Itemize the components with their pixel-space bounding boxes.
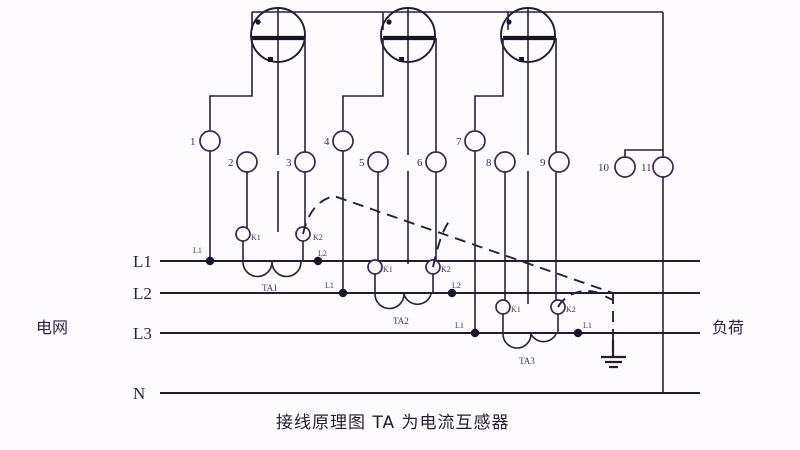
terminal-10[interactable] (615, 157, 635, 177)
terminal-label-7: 7 (456, 136, 462, 148)
ct-pin-tag: L1 (325, 281, 334, 290)
meter-3[interactable] (475, 8, 556, 155)
TA2-L2-junction (448, 289, 456, 297)
phase-labels: L1 L2 L3 N (133, 252, 152, 403)
TA1-K1-terminal[interactable] (236, 227, 250, 241)
ct-pin-tag: K2 (441, 265, 451, 274)
ct-pin-tag: L2 (452, 281, 461, 290)
ct-TA2[interactable] (339, 260, 456, 309)
terminal-label-8: 8 (486, 157, 492, 169)
meter-1-dot-bottom (268, 57, 273, 62)
meter-1[interactable] (210, 8, 305, 155)
neutral-branch-wires (625, 150, 663, 393)
ct-name-labels: TA1 TA2 TA3 (262, 283, 535, 366)
ct-name-TA2: TA2 (393, 316, 409, 326)
ct-pin-tag: L1 (455, 321, 464, 330)
grid-side-label: 电网 (36, 318, 68, 337)
terminal-label-10: 10 (598, 162, 610, 174)
terminal-label-9: 9 (540, 157, 546, 169)
phase-label-L1: L1 (133, 252, 152, 271)
terminal-link-wires (247, 172, 505, 304)
TA3-L2-junction (574, 329, 582, 337)
terminal-label-4: 4 (324, 136, 330, 148)
ct-pin-tag: K1 (383, 265, 393, 274)
earth-ground-symbol (601, 340, 626, 367)
terminal-11[interactable] (653, 157, 673, 177)
terminal-label-3: 3 (286, 157, 292, 169)
meter-3-dot-top (506, 19, 511, 24)
ct-name-TA1: TA1 (262, 283, 278, 293)
ct-pin-tag: L1 (193, 246, 202, 255)
TA3-coil-left (503, 334, 531, 348)
TA2-L1-junction (339, 289, 347, 297)
ct-pin-tag: L2 (318, 249, 327, 258)
terminal-9[interactable] (549, 152, 569, 172)
ct-name-TA3: TA3 (519, 356, 535, 366)
top-bus-wires (252, 12, 663, 150)
terminal-label-6: 6 (417, 157, 423, 169)
TA2-coil-right (404, 294, 431, 304)
terminal-8[interactable] (495, 152, 515, 172)
terminal-4[interactable] (333, 131, 353, 151)
phase-label-L3: L3 (133, 324, 152, 343)
TA2-K1-terminal[interactable] (368, 260, 382, 274)
TA1-L1-junction (206, 257, 214, 265)
TA2-coil-left (375, 294, 404, 309)
terminal-label-11: 11 (641, 162, 652, 174)
terminal-1[interactable] (200, 131, 220, 151)
TA3-coil-right (531, 334, 556, 342)
ct-pin-tag: K1 (511, 305, 521, 314)
TA1-coil-right (272, 262, 301, 277)
phase-label-N: N (133, 384, 145, 403)
meter-2-dot-top (386, 19, 391, 24)
terminal-6[interactable] (426, 152, 446, 172)
ct-pin-tag: L1 (583, 321, 592, 330)
meter-3-dot-bottom (519, 57, 524, 62)
terminal-label-5: 5 (359, 157, 365, 169)
TA3-K1-terminal[interactable] (496, 300, 510, 314)
terminal-label-2: 2 (228, 157, 234, 169)
meter-2[interactable] (343, 8, 436, 155)
ct-pin-tag: K2 (313, 233, 323, 242)
terminal-7[interactable] (465, 131, 485, 151)
ct-pin-tag: K1 (251, 233, 261, 242)
meter-1-dot-top (255, 19, 260, 24)
TA1-L2-junction (314, 257, 322, 265)
TA1-coil-left (243, 262, 272, 277)
terminal-3[interactable] (295, 152, 315, 172)
TA3-L1-junction (471, 329, 479, 337)
diagram-caption: 接线原理图 TA 为电流互感器 (276, 413, 510, 433)
terminal-5[interactable] (368, 152, 388, 172)
terminal-number-labels: 1 2 3 4 5 6 7 8 9 10 11 (190, 136, 652, 174)
load-side-label: 负荷 (712, 318, 744, 337)
phase-label-L2: L2 (133, 284, 152, 303)
meter-2-dot-bottom (399, 57, 404, 62)
ct-pin-tag: K2 (566, 305, 576, 314)
terminal-2[interactable] (237, 152, 257, 172)
phase-bus-lines (160, 261, 700, 393)
ct-TA1[interactable] (206, 227, 322, 277)
terminal-label-1: 1 (190, 136, 196, 148)
